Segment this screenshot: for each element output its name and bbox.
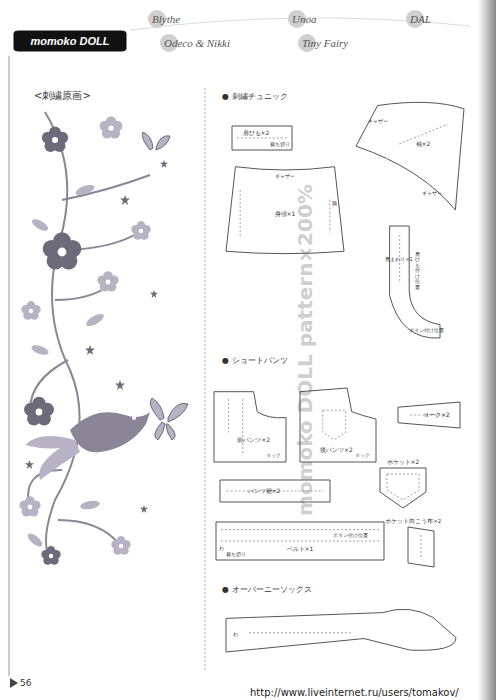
label: ● 刺繍チュニック <box>222 93 288 102</box>
pattern-piece: 前パンツ×2 タック <box>214 388 286 462</box>
piece-note: 脇 <box>332 202 337 208</box>
label: 56 <box>20 679 31 689</box>
watermark: momoko DOLL pattern×200% <box>294 184 316 516</box>
piece-outline <box>380 468 426 508</box>
piece-outline <box>408 527 434 567</box>
piece-name: 後パンツ×2 <box>320 447 353 454</box>
pattern-piece: ポケット向こう布×2 <box>408 527 434 567</box>
label: ● オーバーニーソックス <box>222 586 312 595</box>
doll-name: Odeco & Nikki <box>164 37 230 49</box>
piece-outline <box>384 226 440 338</box>
doll-name: DAL <box>410 13 431 25</box>
pattern-piece: ヨーク×2 <box>398 402 460 428</box>
piece-outline <box>214 388 286 462</box>
piece-note: ボタン付け位置 <box>333 533 368 539</box>
piece-name: ポケット向こう布×2 <box>385 518 441 524</box>
pattern-piece: わ <box>226 604 456 652</box>
piece-name: ポケット×2 <box>387 459 420 466</box>
piece-note: タック <box>266 453 281 459</box>
pattern-piece: 身頃×1 ギャザー脇 <box>226 162 344 256</box>
piece-name: 肩ひも×2 <box>243 130 270 137</box>
doll-name: Tiny Fairy <box>302 37 348 49</box>
piece-outline <box>356 100 464 210</box>
piece-note: わ <box>219 547 224 553</box>
piece-name: 肩まわり×1 <box>385 257 412 263</box>
piece-note: ギャザー <box>368 119 388 125</box>
piece-name: 前パンツ×2 <box>237 437 270 444</box>
label: <刺繍原画> <box>34 90 91 101</box>
pattern-piece: パンツ裾×2 <box>220 480 330 502</box>
piece-note: ギャザー <box>422 191 442 197</box>
piece-note: 裁ち切り <box>226 553 246 559</box>
label: ● ショートパンツ <box>222 357 288 366</box>
label: http://www.liveinternet.ru/users/tomakov… <box>250 687 459 698</box>
piece-name: 袖×2 <box>416 141 431 148</box>
pattern-piece: ポケット×2 <box>380 468 426 508</box>
piece-name: わ <box>233 632 238 638</box>
piece-note: 裁ち切り <box>270 142 290 148</box>
pattern-piece: 肩ひも×2裁ち切り <box>232 126 292 150</box>
piece-note: ギャザー <box>275 174 295 180</box>
doll-name: Blythe <box>152 13 180 25</box>
piece-note: タック <box>355 453 370 459</box>
doll-name: Unoa <box>292 13 316 25</box>
piece-name: 身頃×1 <box>275 210 296 217</box>
piece-name: パンツ裾×2 <box>248 488 281 495</box>
pattern-piece: ベルト×1 ボタン付け位置わ裁ち切り <box>216 522 384 560</box>
piece-name: ベルト×1 <box>287 546 314 553</box>
piece-name: ヨーク×2 <box>423 412 450 419</box>
pattern-piece: 後パンツ×2タック <box>300 388 376 462</box>
header-tab: momoko DOLL <box>14 31 126 51</box>
pattern-piece: 袖×2ギャザーギャザー <box>356 100 464 210</box>
piece-note: ボタン付け位置 <box>409 329 444 334</box>
piece-name: momoko DOLL <box>31 35 110 47</box>
pattern-piece: 肩まわり×1肩ひも付け位置ボタン付け位置 <box>384 226 440 338</box>
piece-outline <box>226 604 456 652</box>
piece-note: 肩ひも付け位置 <box>415 252 420 291</box>
